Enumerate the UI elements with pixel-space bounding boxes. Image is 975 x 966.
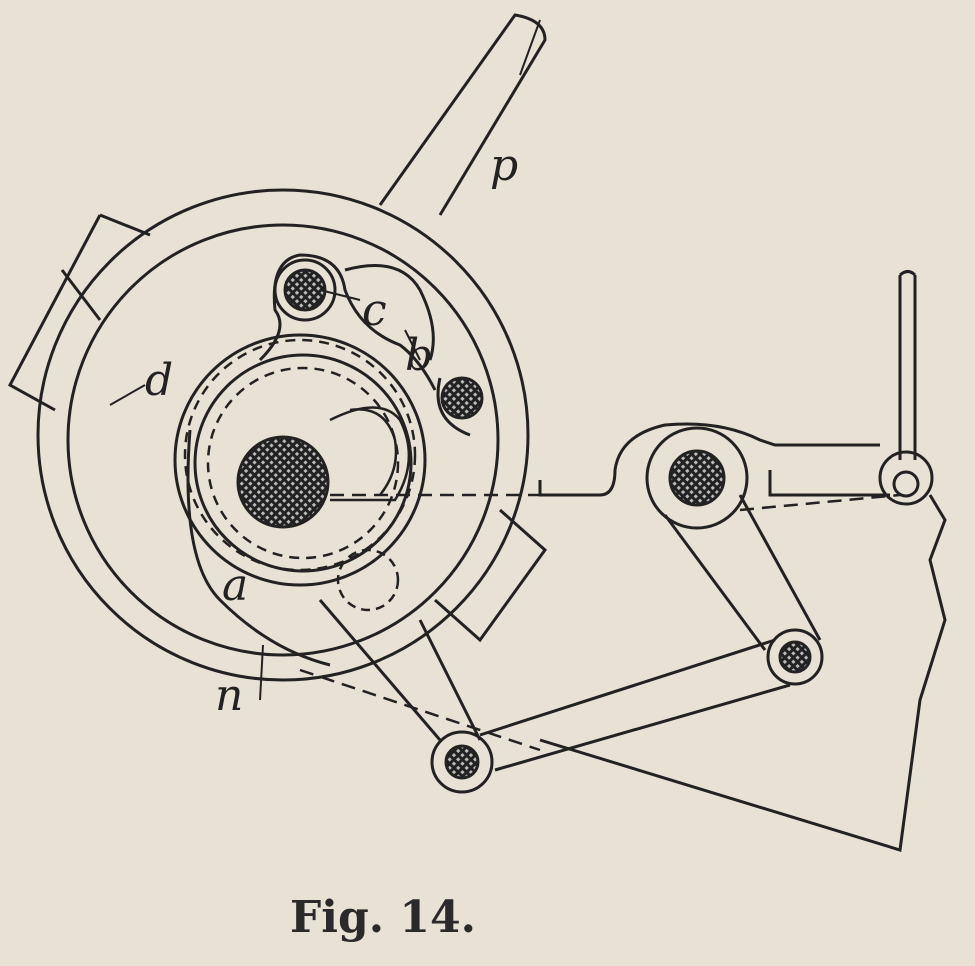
- pin-c: [283, 268, 327, 312]
- link-upper: [663, 494, 822, 651]
- vertical-rod: [898, 270, 917, 460]
- label-c: c: [362, 285, 387, 336]
- pin-lower: [444, 744, 480, 780]
- label-n: n: [215, 670, 244, 721]
- label-a: a: [222, 560, 249, 611]
- rod-eye: [878, 450, 934, 506]
- cam-plate: [186, 253, 437, 667]
- outer-housing-ring: [36, 188, 530, 682]
- lever-arm-p: [378, 13, 547, 216]
- pivot-pin: [668, 449, 726, 507]
- pin-b: [440, 376, 484, 420]
- label-d: d: [145, 355, 174, 406]
- label-p: p: [490, 140, 519, 191]
- main-shaft: [236, 435, 330, 529]
- pin-link: [778, 640, 812, 674]
- frame-plate: [538, 422, 947, 852]
- hub-outer: [173, 333, 427, 587]
- inner-housing-ring: [66, 223, 500, 657]
- figure-caption: Fig. 14.: [290, 892, 476, 943]
- label-b: b: [405, 330, 434, 381]
- link-lower: [479, 638, 791, 772]
- pivot-boss: [645, 426, 749, 530]
